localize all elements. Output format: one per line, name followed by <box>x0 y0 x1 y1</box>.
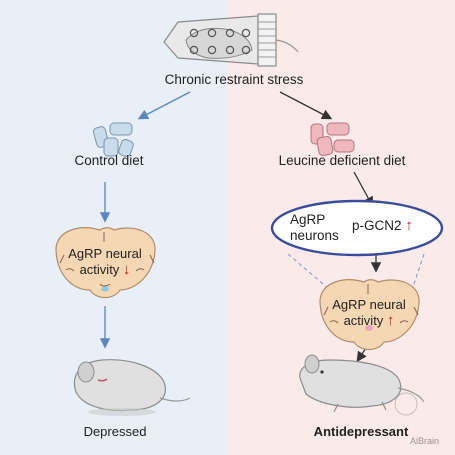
arrow-up-icon: ↑ <box>386 312 395 329</box>
brain-section-right-icon <box>319 279 420 351</box>
agrp-neurons-label: AgRP neurons <box>290 212 339 244</box>
pgcn2-text: p-GCN2 <box>352 218 402 233</box>
agrp-neurons-label-line2: neurons <box>290 228 339 243</box>
right-brain-label-line1: AgRP neural <box>332 297 406 312</box>
left-brain-label-line2: activity <box>79 262 120 277</box>
right-brain-label-line2: activity <box>343 313 384 328</box>
agrp-neurons-label-line1: AgRP <box>290 212 326 227</box>
arrow-leucine-to-ellipse <box>353 171 374 208</box>
depressed-mouse-icon <box>73 359 191 416</box>
right-brain-label: AgRP neural activity ↑ <box>332 297 405 329</box>
arrow-to-control-diet <box>137 91 191 120</box>
restraint-tube-icon <box>163 13 299 67</box>
leucine-diet-label: Leucine deficient diet <box>278 153 406 168</box>
agrp-neurons-ellipse <box>270 199 444 257</box>
pgcn2-label: p-GCN2 ↑ <box>352 218 413 234</box>
dashed-connector-right <box>411 253 425 291</box>
dashed-connector-left <box>287 253 331 291</box>
antidepressant-label: Antidepressant <box>313 424 409 439</box>
depressed-label: Depressed <box>83 424 147 439</box>
left-brain-label-line1: AgRP neural <box>68 246 142 261</box>
arrow-up-icon: ↑ <box>405 217 413 234</box>
arrow-down-icon: ↓ <box>122 261 131 278</box>
antidepressant-mouse-icon <box>299 354 425 416</box>
brain-section-left-icon <box>55 227 156 299</box>
control-diet-label: Control diet <box>74 153 144 168</box>
control-diet-pellets-icon <box>93 122 134 157</box>
left-brain-label: AgRP neural activity ↓ <box>68 246 141 278</box>
watermark-label: AiBrain <box>410 436 440 446</box>
leucine-diet-pellets-icon <box>310 122 355 156</box>
stress-label: Chronic restraint stress <box>164 72 304 87</box>
arrow-to-leucine-diet <box>279 91 333 120</box>
